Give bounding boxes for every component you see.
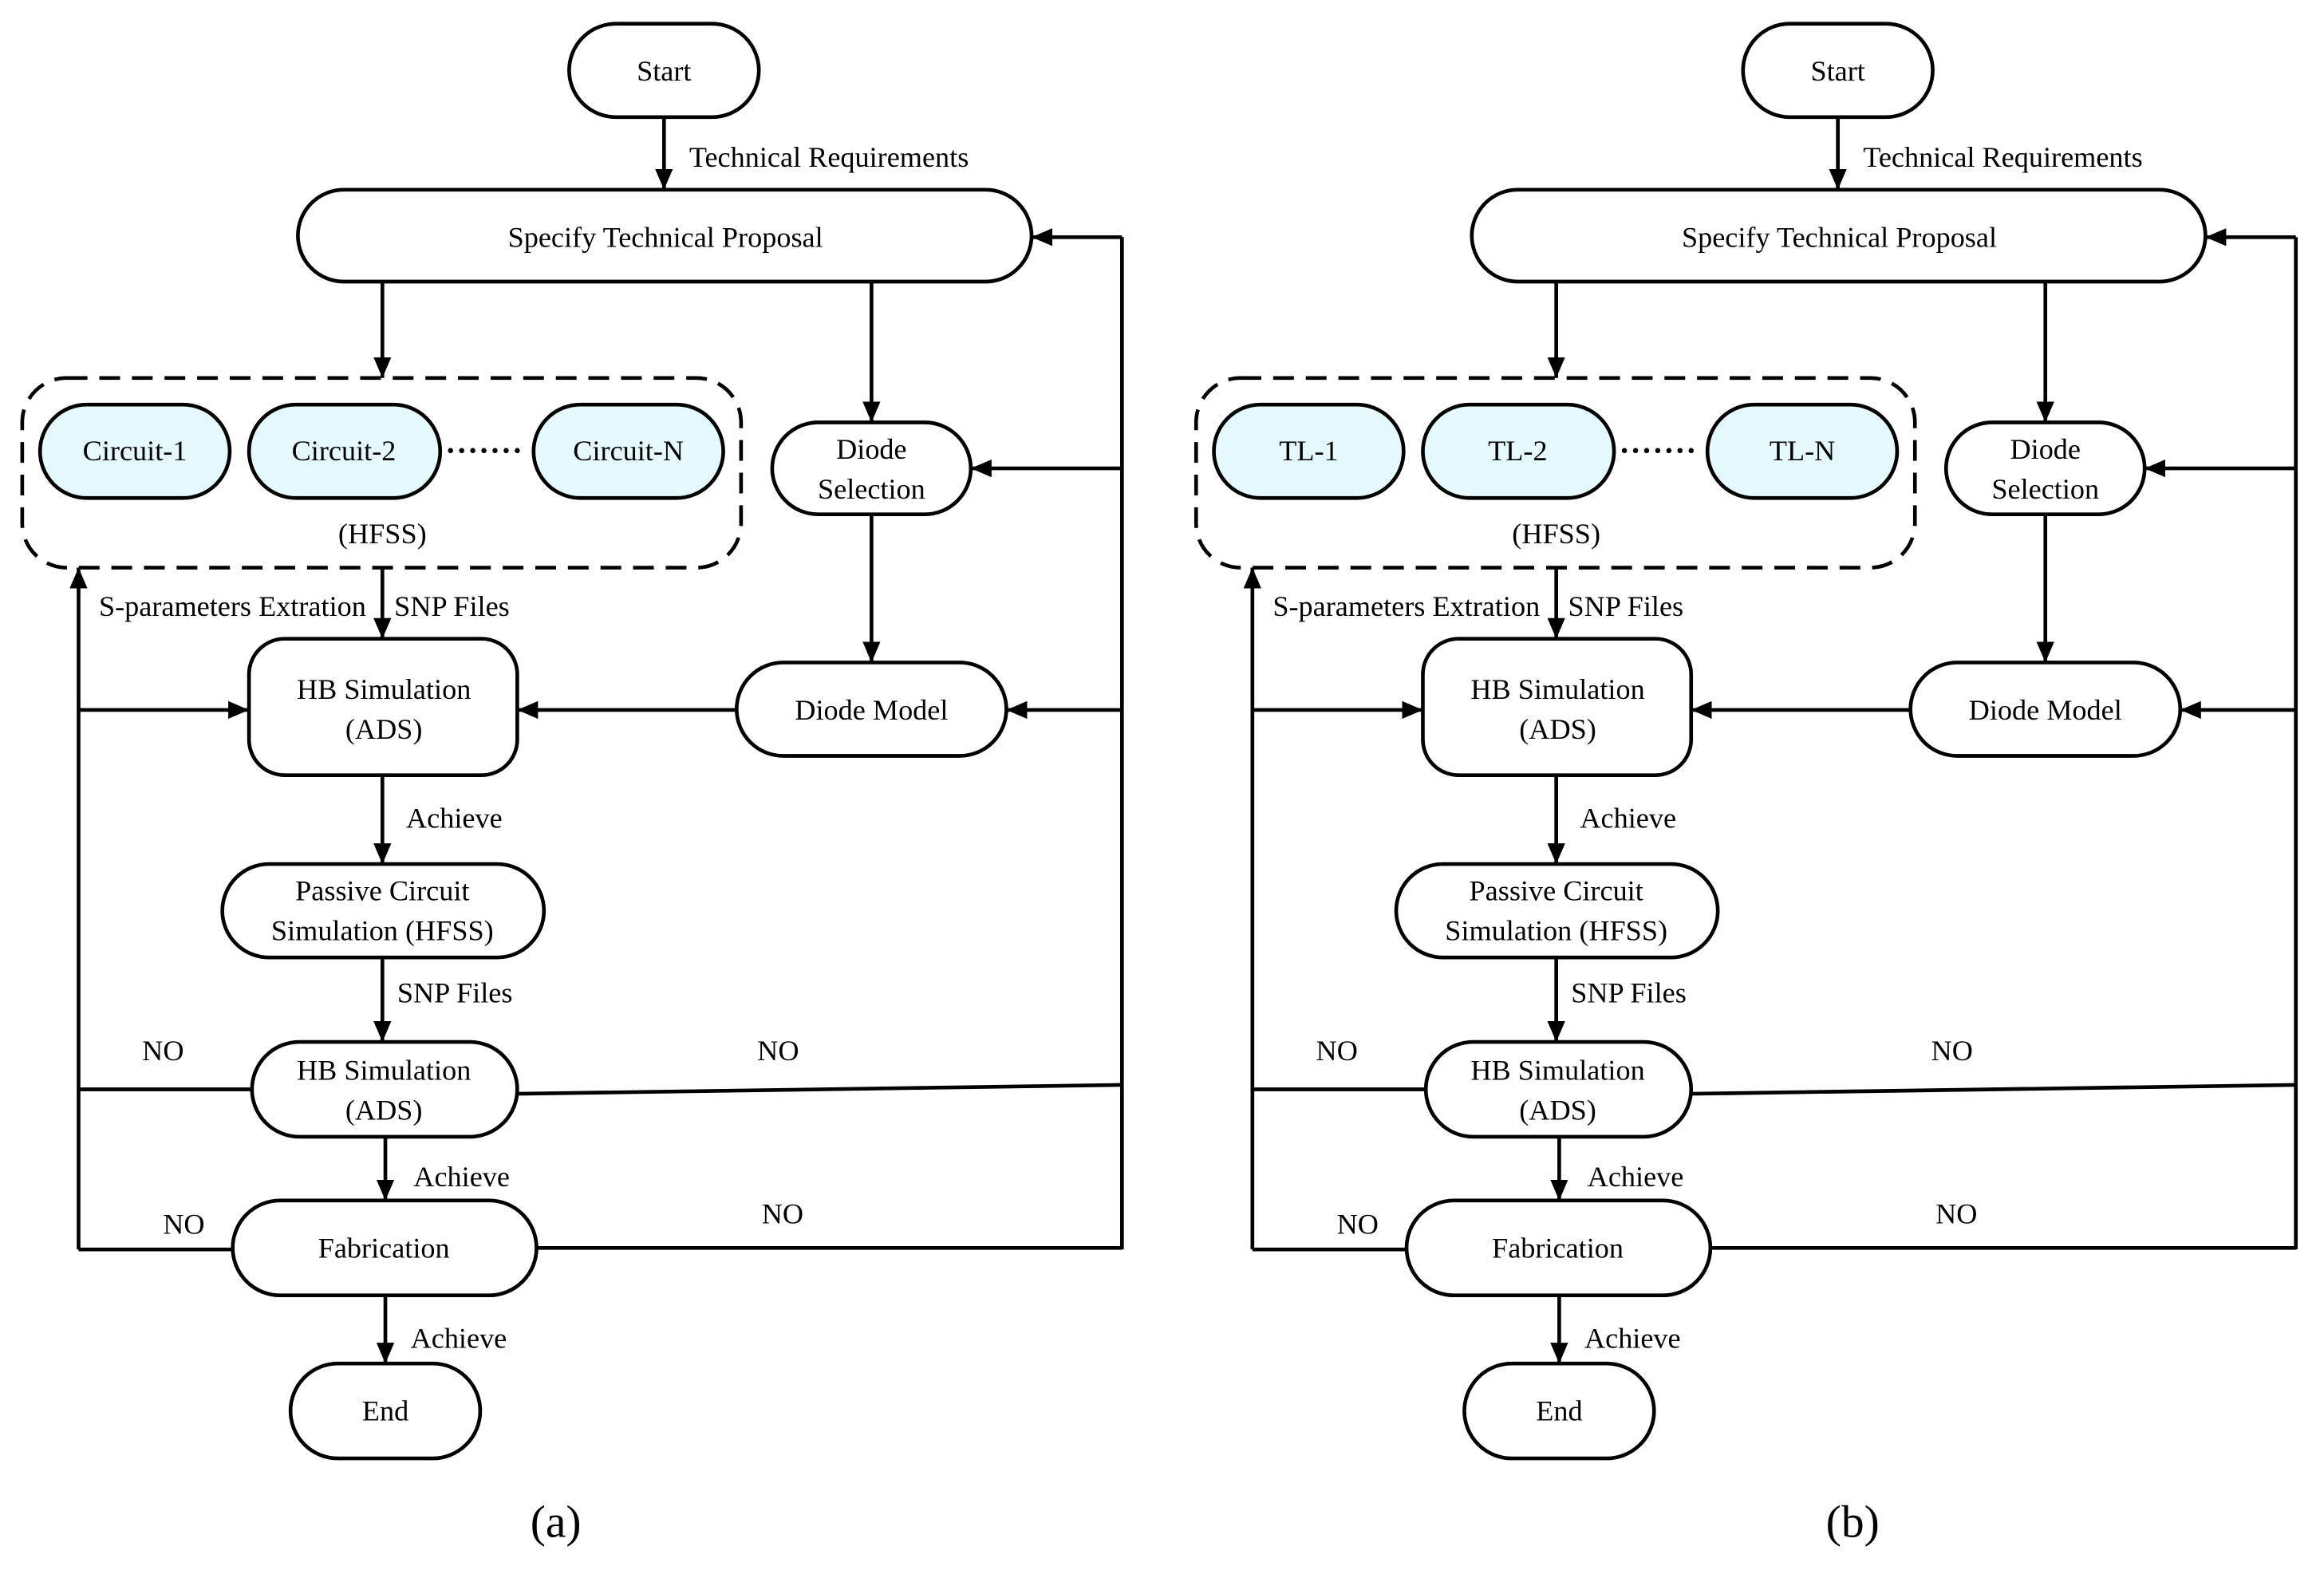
achieve-label-2: Achieve (413, 1161, 510, 1193)
flowchart-panel-b: Start Technical Requirements Specify Tec… (1194, 22, 2298, 1461)
block-node-2-label: TL-2 (1488, 435, 1547, 467)
caption-b: (b) (1826, 1497, 1880, 1547)
end-node-label: End (1536, 1395, 1582, 1427)
hb-simulation-top-label-line1: HB Simulation (1470, 673, 1644, 705)
s-parameters-label: S-parameters Extration (1272, 590, 1540, 622)
no-label-hb-left: NO (1316, 1035, 1358, 1067)
proposal-node-label: Specify Technical Proposal (1682, 221, 1997, 253)
passive-simulation-label-line2: Simulation (HFSS) (1445, 915, 1667, 947)
achieve-label-2: Achieve (1588, 1161, 1684, 1193)
hb-simulation-bottom-label-line2: (ADS) (1519, 1095, 1596, 1126)
no-label-fab-right: NO (762, 1198, 803, 1230)
fabrication-label: Fabrication (1492, 1232, 1624, 1264)
block-node-n (1705, 402, 1900, 500)
block-node-2 (247, 402, 443, 500)
no-label-fab-right: NO (1935, 1198, 1977, 1230)
block-node-1-label: TL-1 (1279, 435, 1338, 467)
hb-simulation-top-node (1421, 637, 1694, 777)
block-node-n (531, 402, 725, 500)
passive-simulation-label-line2: Simulation (HFSS) (271, 915, 494, 947)
block-node-2 (1421, 402, 1616, 500)
achieve-label-1: Achieve (1580, 803, 1676, 834)
hb-simulation-bottom-label-line2: (ADS) (345, 1095, 423, 1126)
hb-simulation-bottom-label-line1: HB Simulation (297, 1054, 471, 1086)
no-label-hb-right: NO (757, 1035, 799, 1067)
diode-selection-label-line1: Diode (2010, 433, 2081, 465)
end-node-label: End (362, 1395, 408, 1427)
hb-simulation-top-node (247, 637, 519, 777)
block-node-n-label: Circuit-N (573, 435, 684, 467)
no-label-fab-left: NO (1337, 1209, 1379, 1241)
passive-simulation-label-line1: Passive Circuit (295, 875, 469, 907)
hb-simulation-top-label-line2: (ADS) (345, 713, 423, 745)
achieve-label-3: Achieve (1584, 1323, 1681, 1355)
block-node-n-label: TL-N (1770, 435, 1835, 467)
diode-model-label: Diode Model (1969, 694, 2122, 726)
hb-simulation-bottom-label-line1: HB Simulation (1470, 1054, 1644, 1086)
block-node-2-label: Circuit-2 (292, 435, 397, 467)
hb-simulation-top-label-line1: HB Simulation (297, 673, 471, 705)
hb-simulation-top-label-line2: (ADS) (1519, 713, 1596, 745)
snp-files-bottom-label: SNP Files (1571, 977, 1687, 1009)
hb-bottom-to-right-loop (517, 1083, 1123, 1096)
diode-model-label: Diode Model (795, 694, 948, 726)
group-label: (HFSS) (338, 518, 427, 550)
technical-requirements-label: Technical Requirements (689, 141, 969, 173)
diode-selection-label-line1: Diode (836, 433, 907, 465)
achieve-label-3: Achieve (411, 1323, 507, 1355)
start-node-label: Start (1810, 55, 1864, 87)
group-label: (HFSS) (1512, 518, 1600, 550)
achieve-label-1: Achieve (406, 803, 503, 834)
end-node (1462, 1361, 1656, 1461)
snp-files-top-label: SNP Files (394, 590, 510, 622)
block-node-1 (1212, 402, 1406, 500)
proposal-node-label: Specify Technical Proposal (508, 221, 823, 253)
start-node-label: Start (637, 55, 691, 87)
technical-requirements-label: Technical Requirements (1863, 141, 2142, 173)
block-node-1-label: Circuit-1 (83, 435, 187, 467)
snp-files-top-label: SNP Files (1568, 590, 1684, 622)
diode-selection-label-line2: Selection (818, 473, 925, 505)
diode-selection-label-line2: Selection (1991, 473, 2099, 505)
flowchart-panel-a: Start Technical Requirements Specify Tec… (20, 22, 1124, 1461)
s-parameters-label: S-parameters Extration (99, 590, 366, 622)
end-node (288, 1361, 483, 1461)
no-label-fab-left: NO (163, 1209, 204, 1241)
no-label-hb-left: NO (142, 1035, 183, 1067)
passive-simulation-label-line1: Passive Circuit (1470, 875, 1643, 907)
fabrication-label: Fabrication (318, 1232, 450, 1264)
hb-bottom-to-right-loop (1691, 1083, 2296, 1096)
snp-files-bottom-label: SNP Files (397, 977, 513, 1009)
block-node-1 (37, 402, 232, 500)
no-label-hb-right: NO (1931, 1035, 1973, 1067)
caption-a: (a) (531, 1497, 582, 1547)
